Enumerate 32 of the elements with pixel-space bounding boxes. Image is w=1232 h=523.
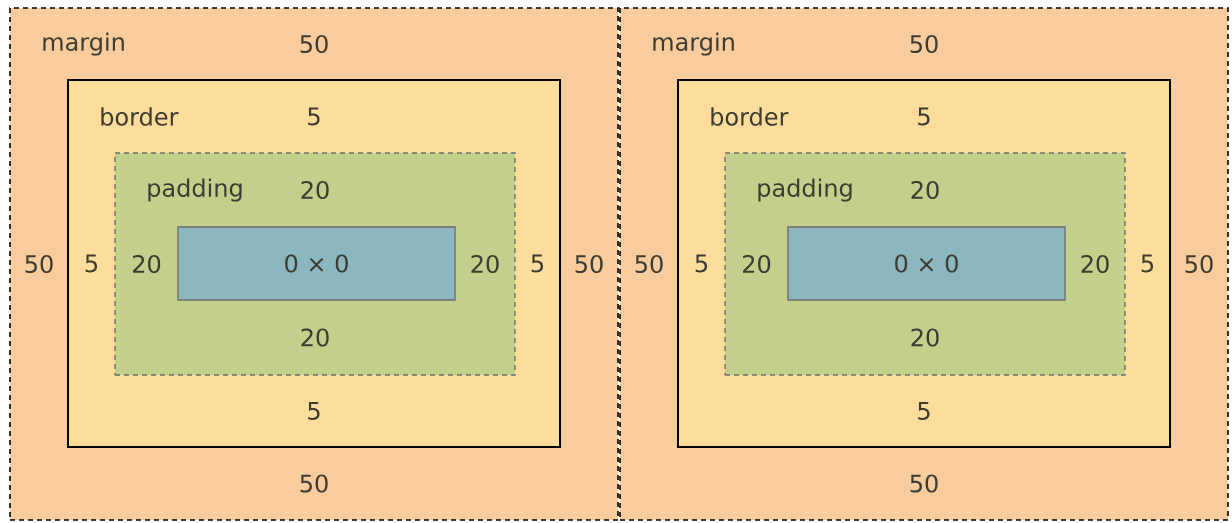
- size-value: 20: [911, 328, 939, 347]
- size-value: 50: [910, 34, 938, 54]
- size-value: 20: [301, 180, 329, 200]
- size-value: 5: [308, 402, 320, 420]
- dimension-label: 0 × 0: [285, 254, 348, 273]
- size-value: 50: [300, 474, 328, 493]
- size-value: 5: [918, 402, 930, 420]
- size-value: 5: [1141, 254, 1154, 273]
- size-value: 50: [25, 254, 53, 274]
- box-label: border: [101, 107, 179, 126]
- size-value: 20: [1081, 254, 1109, 274]
- size-value: 50: [575, 254, 603, 274]
- size-value: 5: [531, 254, 544, 273]
- box-label: border: [711, 107, 789, 126]
- size-value: 5: [308, 107, 320, 126]
- box-label: padding: [148, 178, 242, 202]
- size-value: 20: [471, 254, 499, 274]
- size-value: 5: [918, 107, 930, 126]
- size-value: 50: [300, 34, 328, 54]
- size-value: 50: [910, 474, 938, 493]
- box-label: margin: [43, 32, 124, 56]
- size-value: 5: [85, 254, 98, 273]
- size-value: 5: [695, 254, 708, 273]
- size-value: 20: [133, 254, 161, 274]
- size-value: 50: [1185, 254, 1213, 274]
- size-value: 20: [743, 254, 771, 274]
- size-value: 20: [301, 328, 329, 347]
- size-value: 20: [911, 180, 939, 200]
- dimension-label: 0 × 0: [895, 254, 958, 273]
- box-label: margin: [653, 32, 734, 56]
- size-value: 50: [635, 254, 663, 274]
- box-label: padding: [758, 178, 852, 202]
